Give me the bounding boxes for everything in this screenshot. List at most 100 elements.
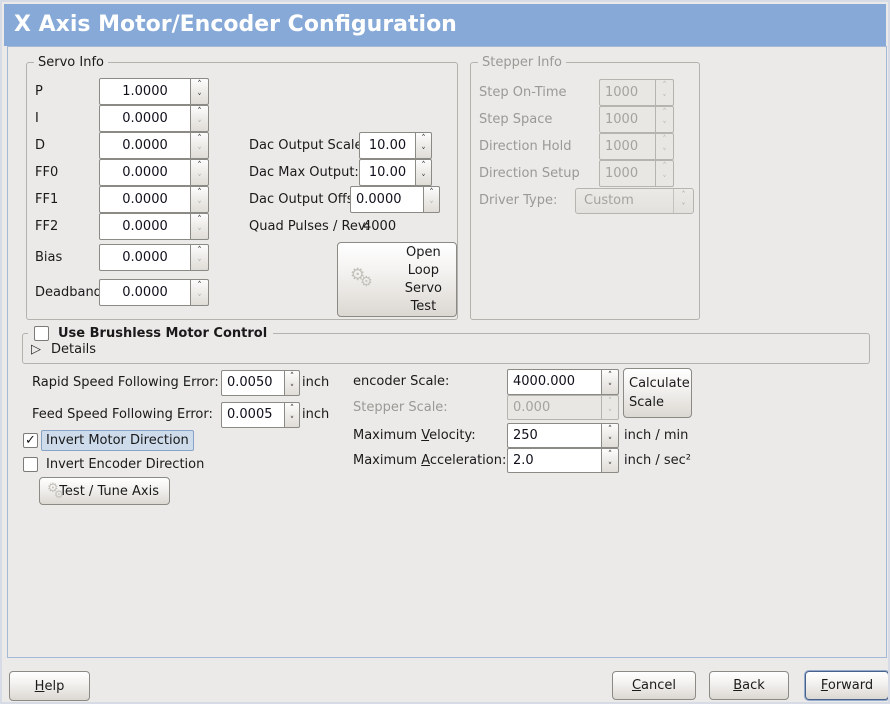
feed-following-error-input[interactable]: 0.0005: [221, 402, 285, 428]
spin-down-icon[interactable]: ˅: [197, 258, 202, 269]
invert-encoder-checkbox[interactable]: [23, 457, 38, 472]
back-button-label: Back: [733, 678, 765, 693]
ff0-spinbox[interactable]: 0.0000 ˄˅: [99, 159, 209, 186]
spin-up-icon[interactable]: ˄: [197, 281, 202, 291]
encoder-scale-spinbox[interactable]: 4000.000 ˄˅: [507, 369, 619, 395]
spin-down-icon[interactable]: ˅: [197, 227, 202, 238]
invert-motor-label[interactable]: Invert Motor Direction: [41, 430, 194, 451]
dac-max-output-label: Dac Max Output:: [249, 165, 359, 180]
deadband-spin-buttons[interactable]: ˄˅: [191, 279, 209, 306]
brushless-checkbox-row[interactable]: Use Brushless Motor Control: [28, 324, 274, 343]
spin-down-icon[interactable]: ˅: [607, 436, 613, 447]
maximum-acceleration-input[interactable]: 2.0: [507, 448, 602, 473]
spin-up-icon[interactable]: ˄: [607, 425, 613, 435]
help-button[interactable]: Help: [9, 671, 90, 701]
spin-down-icon[interactable]: ˅: [197, 119, 202, 130]
maximum-acceleration-spinbox[interactable]: 2.0 ˄˅: [507, 448, 619, 473]
encoder-scale-spin-buttons[interactable]: ˄˅: [602, 369, 619, 395]
i-input[interactable]: 0.0000: [99, 105, 191, 132]
spin-up-icon[interactable]: ˄: [197, 134, 202, 144]
p-input[interactable]: 1.0000: [99, 78, 191, 105]
spin-up-icon[interactable]: ˄: [607, 450, 613, 460]
bias-spin-buttons[interactable]: ˄˅: [191, 244, 209, 271]
feed-following-error-unit: inch: [302, 407, 330, 422]
dac-output-scale-spinbox[interactable]: 10.00 ˄˅: [359, 132, 432, 159]
spin-down-icon[interactable]: ˅: [421, 173, 426, 184]
spin-down-icon[interactable]: ˅: [197, 92, 202, 103]
feed-spin-buttons[interactable]: ˄˅: [285, 402, 300, 428]
dac-max-spin-buttons[interactable]: ˄˅: [416, 159, 432, 186]
deadband-spinbox[interactable]: 0.0000 ˄˅: [99, 279, 209, 306]
acceleration-spin-buttons[interactable]: ˄˅: [602, 448, 619, 473]
dac-output-offset-input[interactable]: 0.0000: [350, 186, 424, 213]
dac-max-output-spinbox[interactable]: 10.00 ˄˅: [359, 159, 432, 186]
calculate-scale-button[interactable]: Calculate Scale: [623, 368, 692, 418]
maximum-velocity-spinbox[interactable]: 250 ˄˅: [507, 423, 619, 448]
ff1-spin-buttons[interactable]: ˄˅: [191, 186, 209, 213]
spin-up-icon[interactable]: ˄: [607, 371, 613, 381]
bias-input[interactable]: 0.0000: [99, 244, 191, 271]
dac-output-scale-input[interactable]: 10.00: [359, 132, 416, 159]
spin-down-icon[interactable]: ˅: [607, 383, 613, 393]
maximum-velocity-input[interactable]: 250: [507, 423, 602, 448]
ff2-input[interactable]: 0.0000: [99, 213, 191, 240]
feed-following-error-spinbox[interactable]: 0.0005 ˄˅: [221, 402, 300, 428]
rapid-spin-buttons[interactable]: ˄˅: [285, 370, 300, 396]
dac-max-output-input[interactable]: 10.00: [359, 159, 416, 186]
brushless-checkbox[interactable]: [34, 326, 49, 341]
ff0-input[interactable]: 0.0000: [99, 159, 191, 186]
spin-down-icon[interactable]: ˅: [289, 416, 295, 426]
encoder-scale-input[interactable]: 4000.000: [507, 369, 602, 395]
p-label: P: [35, 84, 43, 99]
spin-down-icon[interactable]: ˅: [197, 293, 202, 304]
spin-up-icon[interactable]: ˄: [421, 134, 426, 144]
spin-up-icon[interactable]: ˄: [421, 161, 426, 171]
ff0-spin-buttons[interactable]: ˄˅: [191, 159, 209, 186]
cancel-button[interactable]: Cancel: [612, 671, 696, 700]
p-spin-buttons[interactable]: ˄˅: [191, 78, 209, 105]
spin-down-icon[interactable]: ˅: [429, 200, 434, 211]
deadband-input[interactable]: 0.0000: [99, 279, 191, 306]
spin-up-icon[interactable]: ˄: [197, 161, 202, 171]
spin-up-icon[interactable]: ˄: [289, 404, 295, 414]
ff2-spinbox[interactable]: 0.0000 ˄˅: [99, 213, 209, 240]
spin-down-icon[interactable]: ˅: [197, 173, 202, 184]
invert-motor-checkbox[interactable]: ✓: [23, 433, 38, 448]
ff1-spinbox[interactable]: 0.0000 ˄˅: [99, 186, 209, 213]
spin-up-icon[interactable]: ˄: [197, 246, 202, 256]
bias-spinbox[interactable]: 0.0000 ˄˅: [99, 244, 209, 271]
spin-down-icon[interactable]: ˅: [197, 200, 202, 211]
spin-up-icon[interactable]: ˄: [197, 80, 202, 90]
ff2-spin-buttons[interactable]: ˄˅: [191, 213, 209, 240]
back-button[interactable]: Back: [709, 671, 789, 700]
expander-triangle-icon[interactable]: ▷: [31, 342, 41, 357]
rapid-following-error-input[interactable]: 0.0050: [221, 370, 285, 396]
dac-offset-spin-buttons[interactable]: ˄˅: [424, 186, 440, 213]
i-spin-buttons[interactable]: ˄˅: [191, 105, 209, 132]
spin-down-icon[interactable]: ˅: [197, 146, 202, 157]
velocity-spin-buttons[interactable]: ˄˅: [602, 423, 619, 448]
spin-down-icon[interactable]: ˅: [607, 461, 613, 472]
spin-down-icon[interactable]: ˅: [289, 384, 295, 394]
forward-button[interactable]: Forward: [805, 671, 888, 700]
d-spin-buttons[interactable]: ˄˅: [191, 132, 209, 159]
test-tune-axis-button[interactable]: ⚙ ⚙ Test / Tune Axis: [39, 477, 170, 505]
spin-up-icon[interactable]: ˄: [289, 372, 295, 382]
rapid-following-error-spinbox[interactable]: 0.0050 ˄˅: [221, 370, 300, 396]
spin-up-icon[interactable]: ˄: [197, 107, 202, 117]
spin-up-icon[interactable]: ˄: [429, 188, 434, 198]
spin-up-icon[interactable]: ˄: [197, 188, 202, 198]
p-spinbox[interactable]: 1.0000 ˄˅: [99, 78, 209, 105]
details-expander[interactable]: ▷ Details: [31, 342, 96, 357]
dac-scale-spin-buttons[interactable]: ˄˅: [416, 132, 432, 159]
open-loop-servo-test-button[interactable]: ⚙ ⚙ Open Loop Servo Test: [337, 242, 457, 317]
invert-encoder-label[interactable]: Invert Encoder Direction: [46, 457, 205, 472]
ff1-input[interactable]: 0.0000: [99, 186, 191, 213]
spin-up-icon[interactable]: ˄: [197, 215, 202, 225]
i-spinbox[interactable]: 0.0000 ˄˅: [99, 105, 209, 132]
d-spinbox[interactable]: 0.0000 ˄˅: [99, 132, 209, 159]
d-input[interactable]: 0.0000: [99, 132, 191, 159]
spin-down-icon[interactable]: ˅: [421, 146, 426, 157]
stepper-scale-spinbox: 0.000 ˄˅: [507, 395, 619, 420]
dac-output-offset-spinbox[interactable]: 0.0000 ˄˅: [350, 186, 440, 213]
